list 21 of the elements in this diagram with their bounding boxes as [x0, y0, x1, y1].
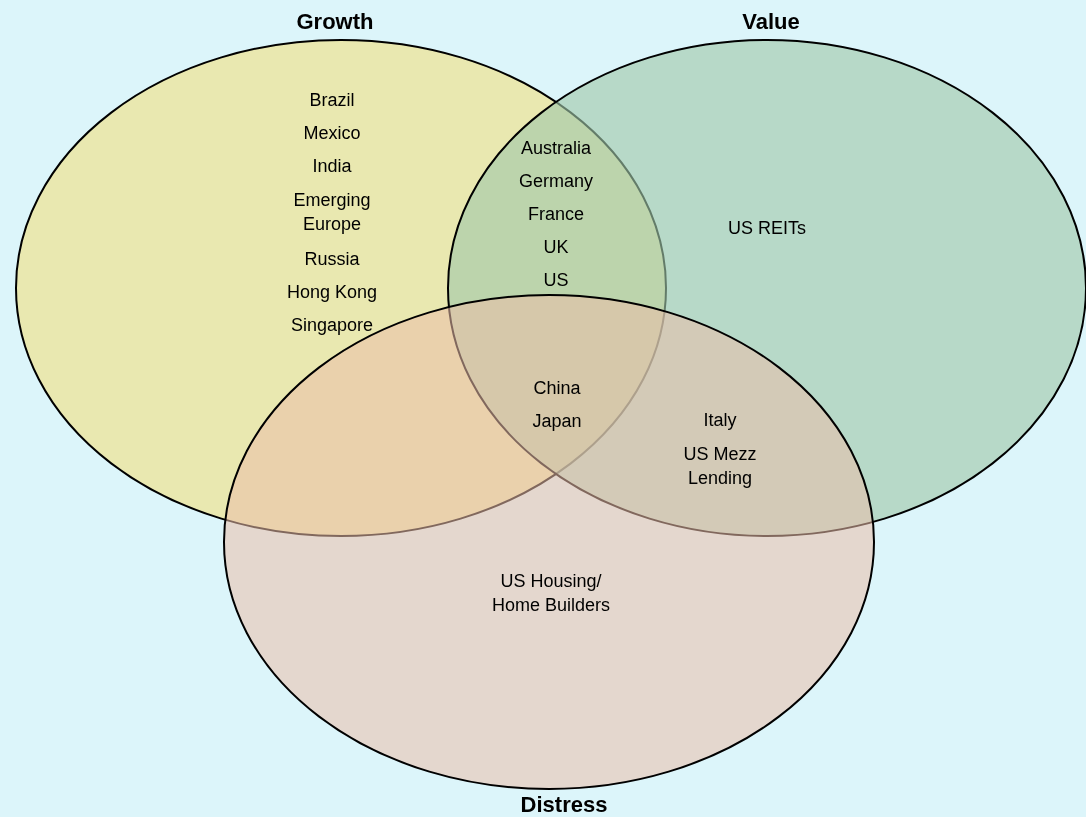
region-text: India	[312, 154, 352, 178]
region-text: US Mezz Lending	[682, 442, 758, 490]
region-text: Singapore	[290, 313, 374, 337]
region-text: France	[528, 202, 584, 226]
region-text: Emerging Europe	[292, 188, 372, 236]
region-text: US	[543, 268, 569, 292]
region-text: Hong Kong	[286, 280, 378, 304]
set-title: Growth	[296, 8, 374, 37]
region-text: China	[533, 376, 581, 400]
set-title: Distress	[520, 791, 608, 817]
region-text: Russia	[304, 247, 360, 271]
region-text: US Housing/ Home Builders	[490, 569, 611, 617]
region-text: Brazil	[309, 88, 355, 112]
region-text: US REITs	[728, 216, 806, 240]
region-text: Italy	[703, 408, 737, 432]
set-title: Value	[742, 8, 800, 37]
region-text: Germany	[519, 169, 593, 193]
region-text: Japan	[532, 409, 582, 433]
region-text: Mexico	[303, 121, 361, 145]
region-text: UK	[543, 235, 569, 259]
region-text: Australia	[521, 136, 591, 160]
